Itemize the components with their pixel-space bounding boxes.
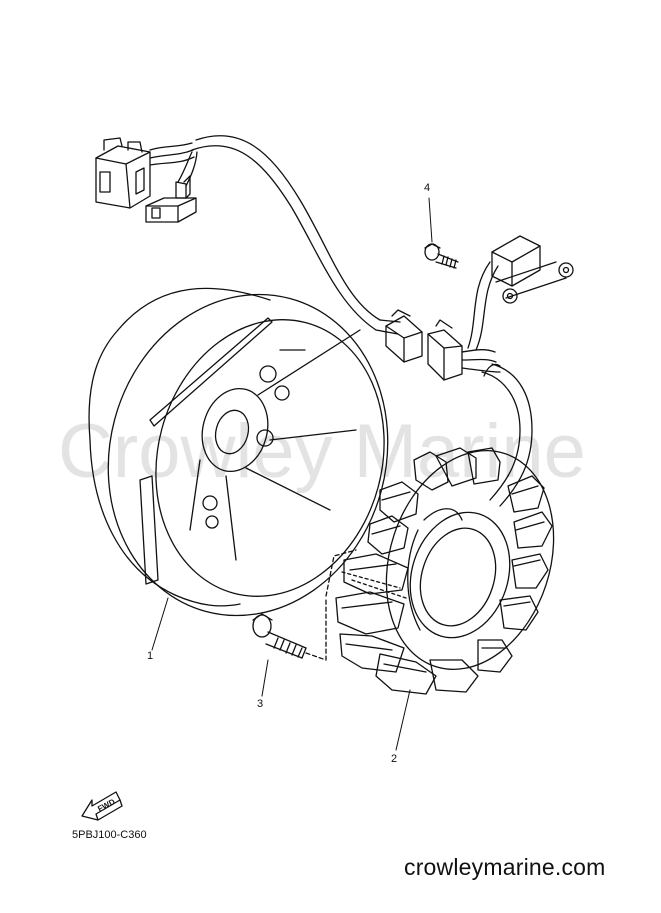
fwd-arrow-icon: FWD <box>81 791 123 821</box>
connector-coupler-large <box>95 137 151 209</box>
stator <box>335 447 555 695</box>
connector-coupler-mid <box>385 309 501 381</box>
callout-3: 3 <box>257 698 264 710</box>
callout-2: 2 <box>391 753 398 765</box>
diagram-code: 5PBJ100-C360 <box>72 829 147 841</box>
wire-harness <box>149 135 401 335</box>
rotor-flywheel <box>88 287 389 617</box>
leader-lines <box>151 197 433 751</box>
callout-1: 1 <box>147 650 154 662</box>
bolt-large <box>252 549 357 661</box>
callout-4: 4 <box>424 182 431 194</box>
bolt-small <box>424 243 459 269</box>
website-label: crowleymarine.com <box>404 854 606 880</box>
pickup-coil <box>491 235 574 304</box>
connector-coupler-small <box>145 175 197 223</box>
stator-lead-cable <box>467 261 533 507</box>
